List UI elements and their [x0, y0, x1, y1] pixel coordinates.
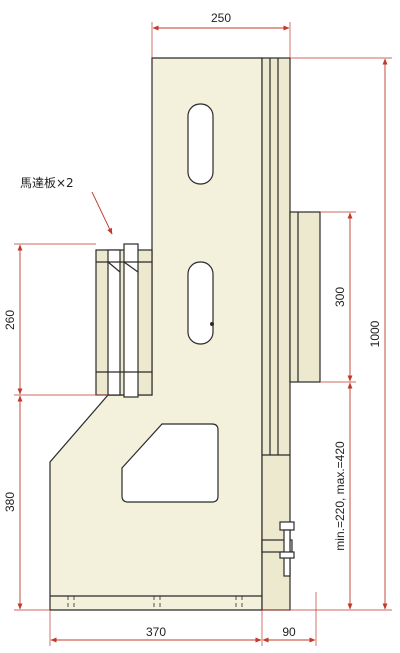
upper-slot — [187, 103, 214, 185]
motor-plates — [95, 243, 153, 398]
dim-flange-height: 300 — [333, 287, 347, 307]
dim-lower-height: 380 — [3, 492, 17, 512]
right-flange — [289, 211, 321, 383]
dim-base-width: 370 — [146, 625, 166, 639]
motor-plate-callout: 馬達板×2 — [20, 176, 74, 190]
dim-right-offset: 90 — [282, 625, 296, 639]
dim-motor-plate-height: 260 — [3, 310, 17, 330]
dim-adjust-range: min.=220, max.=420 — [333, 441, 347, 551]
dim-total-height: 1000 — [368, 320, 382, 347]
dim-top-width: 250 — [211, 11, 231, 25]
column-body — [49, 57, 263, 611]
slide-rail — [261, 57, 291, 611]
base-bolt-holes — [67, 596, 243, 610]
adjusting-screw — [261, 521, 295, 577]
small-hole — [210, 322, 214, 326]
callout-arrow — [91, 191, 113, 235]
middle-slot — [187, 261, 214, 345]
lower-window — [121, 423, 219, 503]
